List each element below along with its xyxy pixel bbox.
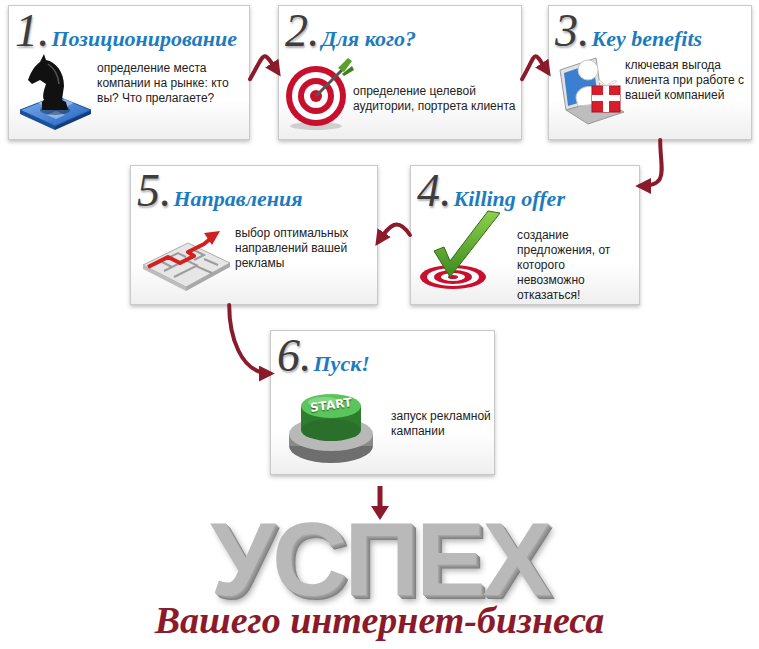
step-title: Killing offer (454, 186, 565, 211)
step-number: 2. (285, 5, 320, 56)
step-box: 5.Направления выбор оптимальных направлен… (130, 165, 378, 305)
flow-arrow (522, 56, 548, 79)
step-number: 3. (555, 5, 590, 56)
step-description: запуск рекламной кампании (391, 409, 491, 439)
result-subtitle: Вашего интернет-бизнеса (0, 598, 759, 642)
step-number: 6. (277, 330, 312, 381)
step-title: Key benefits (592, 26, 703, 51)
step-heading: 4.Killing offer (417, 164, 565, 217)
step-heading: 3.Key benefits (555, 4, 702, 57)
start-button-icon (284, 378, 379, 466)
flow-arrow (229, 305, 270, 374)
step-heading: 5.Направления (137, 164, 303, 217)
step-description: ключевая выгода клиента при работе с ваш… (625, 58, 749, 103)
step-description: определение целевой аудитории, портрета … (353, 84, 518, 114)
step-title: Пуск! (314, 351, 370, 376)
step-title: Направления (174, 186, 303, 211)
step-description: выбор оптимальных направлений вашей рекл… (235, 226, 371, 271)
step-heading: 1.Позиционирование (15, 4, 237, 57)
step-number: 1. (15, 5, 50, 56)
step-heading: 2.Для кого? (285, 4, 416, 57)
maze-icon (138, 215, 233, 295)
benefit-icon (552, 48, 627, 130)
step-number: 5. (137, 165, 172, 216)
check-icon (418, 205, 508, 295)
chess-icon (18, 52, 93, 132)
step-description: создание предложения, от которого невозм… (517, 228, 635, 303)
step-description: определение места компании на рынке: кто… (97, 61, 247, 106)
step-heading: 6.Пуск! (277, 329, 370, 382)
flow-arrow (250, 56, 278, 79)
step-title: Позиционирование (52, 26, 237, 51)
flow-arrow (640, 140, 662, 186)
flow-arrow (378, 225, 410, 242)
step-number: 4. (417, 165, 452, 216)
step-title: Для кого? (322, 26, 417, 51)
target-icon (284, 58, 354, 130)
